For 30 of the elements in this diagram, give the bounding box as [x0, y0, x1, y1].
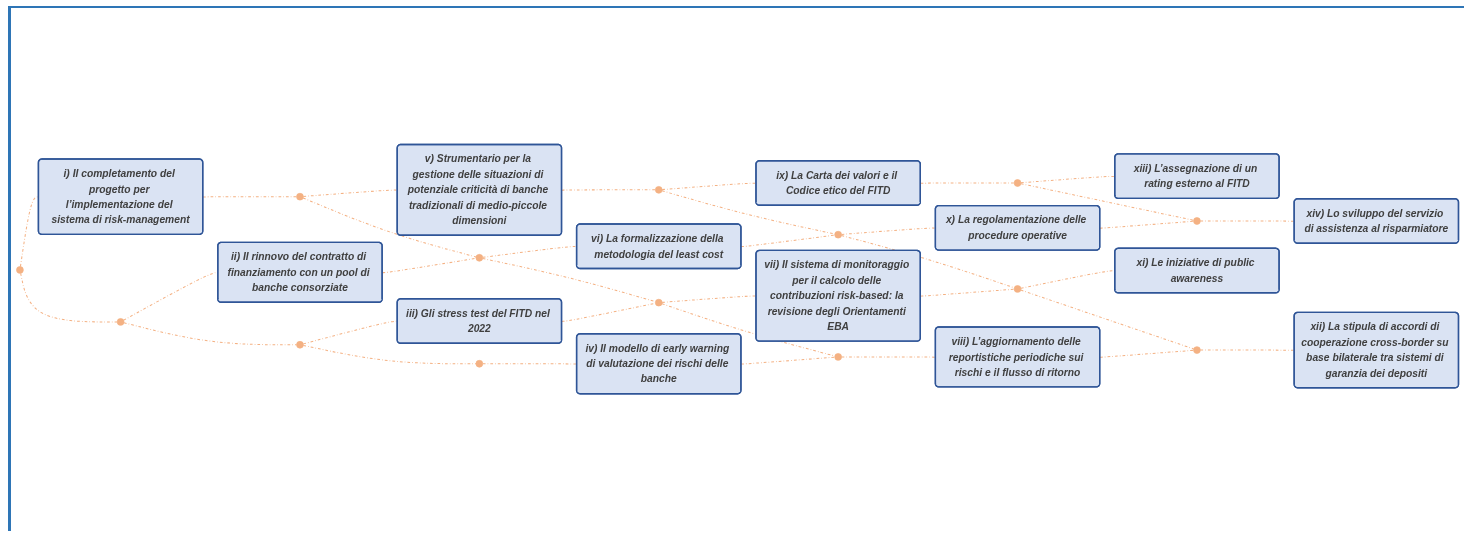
- node-circle: [475, 254, 484, 262]
- node-circle: [116, 318, 125, 327]
- node-circle: [655, 299, 663, 307]
- connector: [661, 303, 836, 357]
- frame-border: i) Il completamento del progetto per l’implementazione del sistema di risk-management v) Strumentario per la gestione delle situazioni di potenziale criticità di banche tradizionali di medio-piccole dimensioni ix) La Carta dei valori e il Codice etico del FITD xiii) L’assegnazione di un rating esterno al FITD ii) Il rinnovo del contratto di finanziamento con un pool di banche consorziate vi) La formalizzazione della metodologia del least cost x) La regolamentazione delle procedure operative xiv) Lo sviluppo del servizio di assistenza al risparmiatore iii) Gli stress test del FITD nel 2022 vii) Il sistema di monitoraggio per il calcolo delle contribuzioni risk-based: la revisione degli Orientamenti EBA xi) Le iniziative di public awareness iv) Il modello di early warning di valutazione dei rischi delle banche viii) L’aggiornamento delle reportistiche periodiche sui rischi e il flusso di ritorno xii) La stipula di accordi di cooperazione cross-border su base bilaterale tra sistemi di garanzia dei depositi: [8, 6, 1464, 531]
- connector: [1099, 350, 1195, 359]
- connector: [661, 190, 836, 235]
- node-circle: [1013, 285, 1022, 294]
- connector: [302, 345, 477, 365]
- connector: [561, 189, 656, 192]
- connector: [920, 289, 1015, 298]
- connector: [840, 235, 1015, 289]
- connector: [740, 357, 836, 365]
- node-circle: [834, 231, 842, 239]
- connector: [202, 196, 298, 198]
- connector: [482, 258, 656, 303]
- node-circle: [296, 341, 304, 349]
- connector: [1099, 221, 1195, 230]
- connector: [123, 322, 298, 346]
- node-circle: [16, 266, 24, 275]
- node-circle: [296, 193, 304, 201]
- connector: [740, 235, 836, 248]
- node-circle: [655, 186, 663, 194]
- node-circle: [834, 353, 842, 362]
- connector: [20, 273, 118, 323]
- connector: [920, 182, 1015, 185]
- node-circle: [1193, 217, 1201, 226]
- node-circle: [1013, 179, 1022, 188]
- node-circle: [475, 360, 484, 368]
- node-circle: [1193, 346, 1201, 355]
